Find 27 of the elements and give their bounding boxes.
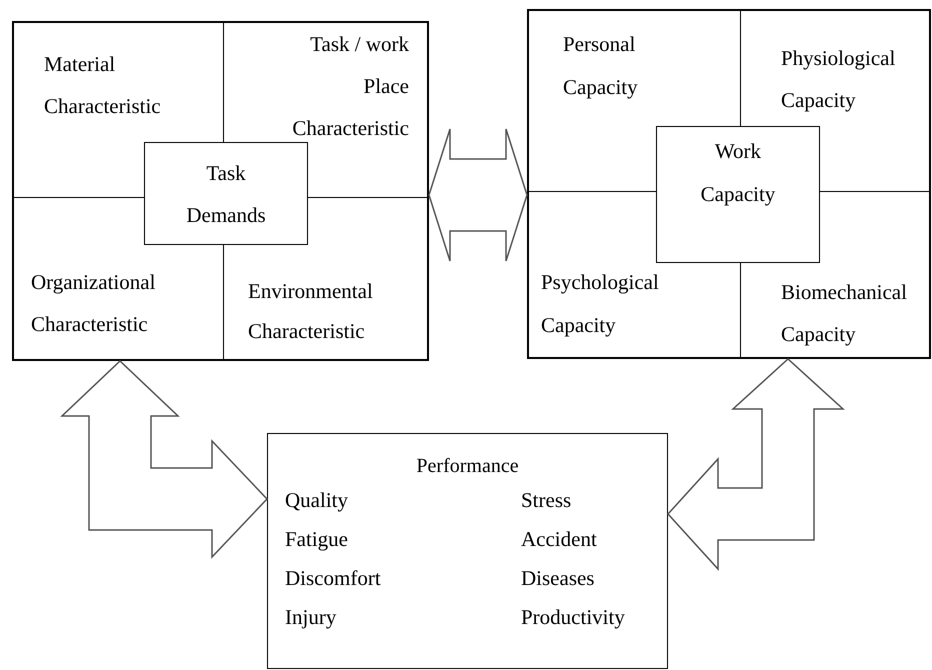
frame-box	[12, 21, 429, 361]
cell-label: Physiological Capacity	[781, 45, 896, 114]
cell-label: Task / work Place Characteristic	[291, 31, 409, 142]
heading: Performance	[416, 454, 519, 478]
list-item: Fatigue	[285, 526, 349, 553]
frame-box	[527, 9, 931, 359]
cell-label: Material Characteristic	[44, 51, 162, 120]
cell-label: Biomechanical Capacity	[781, 279, 908, 348]
cell-label: Personal Capacity	[563, 31, 639, 101]
block-arrow	[666, 358, 845, 571]
block-arrow	[60, 360, 268, 559]
list-item: Discomfort	[285, 565, 381, 592]
block-arrow	[428, 128, 528, 262]
list-item: Productivity	[521, 604, 625, 631]
list-item: Quality	[285, 487, 349, 514]
center-box	[656, 126, 820, 263]
performance-box	[267, 433, 668, 669]
cell-label: Psychological Capacity	[541, 269, 660, 339]
list-item: Injury	[285, 604, 338, 631]
list-item: Accident	[521, 526, 598, 553]
box-label: Work Capacity	[700, 138, 776, 208]
list-item: Diseases	[521, 565, 596, 592]
cell-label: Environmental Characteristic	[248, 278, 374, 345]
cell-label: Organizational Characteristic	[31, 269, 156, 338]
box-label: Task Demands	[185, 160, 267, 228]
center-box	[144, 142, 308, 245]
list-item: Stress	[521, 487, 572, 514]
